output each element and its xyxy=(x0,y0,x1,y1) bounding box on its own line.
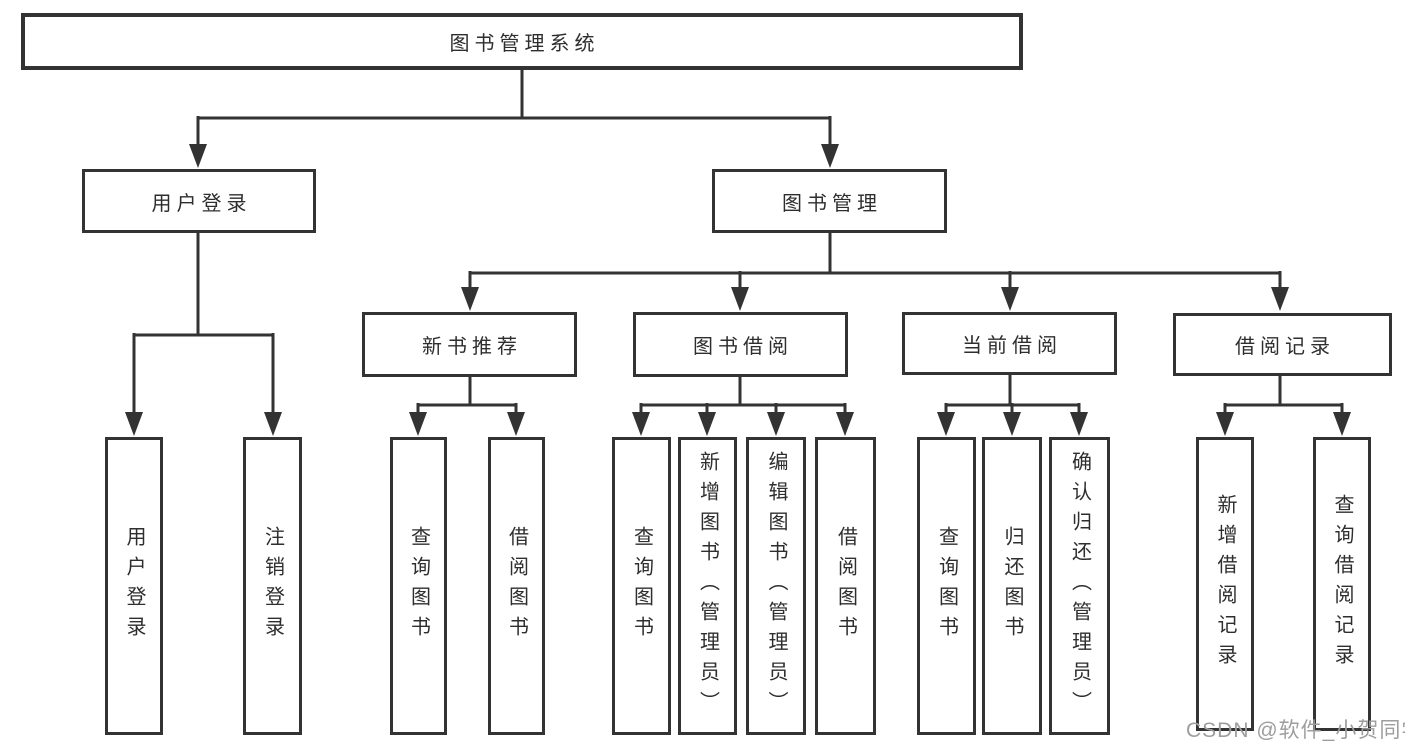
leaf-borrow-books-recommend: 借阅图书 xyxy=(488,437,545,735)
node-book-borrowing: 图书借阅 xyxy=(633,312,848,377)
node-library-management-system: 图书管理系统 xyxy=(21,13,1023,70)
arrowhead xyxy=(507,412,525,436)
connector-records-to-leaves xyxy=(1223,374,1344,416)
arrowhead xyxy=(836,412,854,436)
connector-book-borrow-to-leaves xyxy=(639,375,847,416)
arrowhead xyxy=(767,412,785,436)
arrowhead xyxy=(1216,412,1234,436)
arrowhead xyxy=(189,144,207,168)
connector-book-mgmt-to-level3 xyxy=(468,231,1282,290)
leaf-user-login: 用户登录 xyxy=(105,437,163,735)
arrowhead xyxy=(731,287,749,311)
arrowhead xyxy=(632,412,650,436)
arrowhead xyxy=(821,144,839,168)
connector-user-login-to-leaves xyxy=(132,231,275,416)
arrowhead xyxy=(1271,287,1289,311)
leaf-query-books-current: 查询图书 xyxy=(917,437,976,735)
leaf-query-books-borrowing: 查询图书 xyxy=(612,437,671,735)
node-borrowing-records: 借阅记录 xyxy=(1173,313,1392,376)
arrowhead xyxy=(698,412,716,436)
arrowhead xyxy=(409,412,427,436)
leaf-query-borrow-record: 查询借阅记录 xyxy=(1313,437,1371,731)
arrowhead xyxy=(461,287,479,311)
leaf-add-borrow-record: 新增借阅记录 xyxy=(1196,437,1254,731)
arrowhead xyxy=(125,412,143,436)
leaf-logout-login: 注销登录 xyxy=(243,437,302,735)
node-current-borrowing: 当前借阅 xyxy=(902,312,1117,375)
node-user-login: 用户登录 xyxy=(82,169,316,233)
arrowhead xyxy=(937,412,955,436)
connector-paths xyxy=(132,68,1344,416)
arrowhead xyxy=(1001,287,1019,311)
leaf-return-books: 归还图书 xyxy=(982,437,1042,735)
connector-root-to-level2 xyxy=(196,68,832,148)
node-new-book-recommend: 新书推荐 xyxy=(362,312,577,377)
leaf-add-book-admin: 新增图书（管理员） xyxy=(678,437,737,735)
arrowhead xyxy=(1070,412,1088,436)
leaf-confirm-return-admin: 确认归还（管理员） xyxy=(1049,437,1110,735)
arrowheads xyxy=(125,144,1351,436)
leaf-query-books-recommend: 查询图书 xyxy=(390,437,447,735)
arrowhead xyxy=(264,412,282,436)
arrowhead xyxy=(1333,412,1351,436)
leaf-borrow-books-borrowing: 借阅图书 xyxy=(815,437,876,735)
connector-current-borrow-to-leaves xyxy=(944,373,1081,416)
node-book-management: 图书管理 xyxy=(712,169,947,233)
leaf-edit-book-admin: 编辑图书（管理员） xyxy=(746,437,806,735)
watermark-csdn: CSDN @软件_小贺同学 xyxy=(1186,719,1405,742)
arrowhead xyxy=(1003,412,1021,436)
connector-new-book-to-leaves xyxy=(416,375,518,416)
